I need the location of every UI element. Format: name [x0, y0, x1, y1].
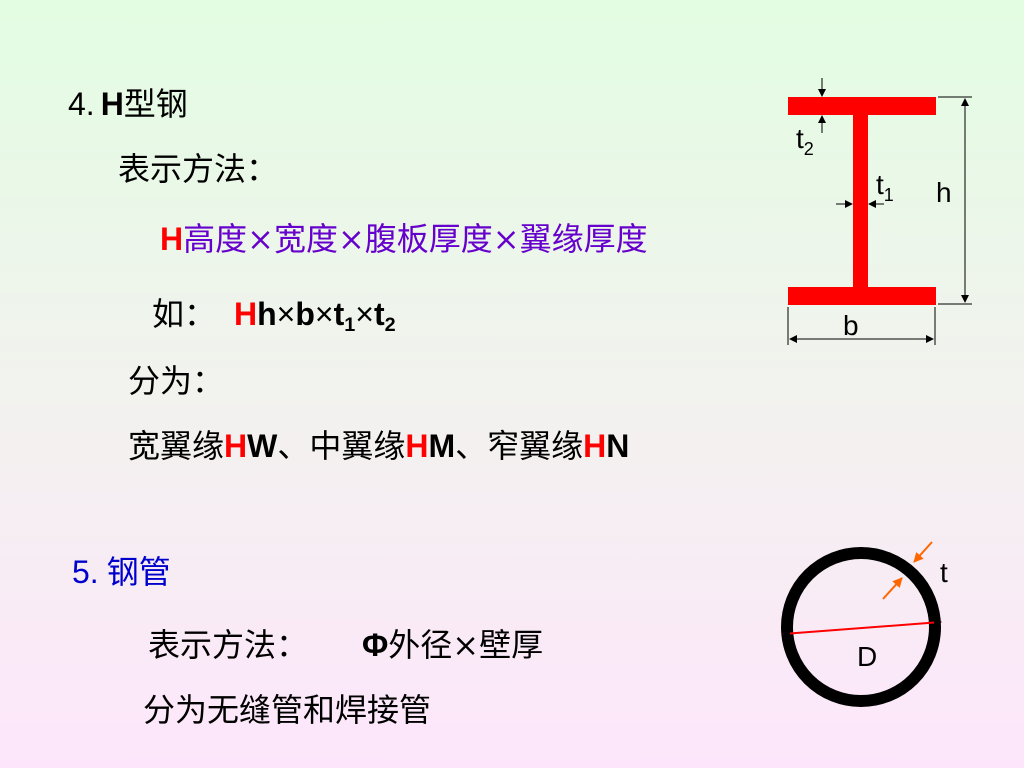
section5-method-rest: 外径×壁厚: [388, 626, 544, 664]
example-h: h: [257, 296, 277, 332]
t1-label: t1: [876, 169, 894, 205]
type-wide-code: W: [247, 428, 278, 464]
example-times: ×: [276, 296, 296, 332]
h-label: h: [936, 177, 952, 208]
section5-title: 钢管: [106, 553, 171, 591]
formula-times: ×: [247, 220, 274, 258]
type-separator: 、: [455, 427, 488, 465]
section4-types: 宽翼缘HW、中翼缘HM、窄翼缘HN: [128, 430, 629, 462]
b-label: b: [843, 310, 859, 341]
example-t2-sub: 2: [384, 313, 396, 336]
type-wide: 宽翼缘: [128, 427, 225, 465]
section5-number: 5.: [72, 554, 99, 590]
web: [853, 115, 868, 289]
formula-web-thickness: 腹板厚度: [364, 220, 493, 258]
thickness-arrow-inner: [882, 577, 903, 600]
bottom-flange: [788, 287, 936, 305]
type-narrow: 窄翼缘: [487, 427, 584, 465]
type-wide-h: H: [224, 428, 248, 464]
formula-width: 宽度: [273, 220, 338, 258]
type-narrow-h: H: [583, 428, 607, 464]
section4-number: 4.: [68, 86, 95, 122]
example-b: b: [295, 296, 315, 332]
D-label: D: [857, 641, 877, 672]
pipe-circle: [781, 547, 941, 707]
type-separator: 、: [277, 427, 310, 465]
section5-heading: 5.钢管: [72, 556, 171, 588]
section4-classify-label: 分为：: [128, 362, 225, 400]
section5-method: 表示方法： Φ外径×壁厚: [148, 629, 543, 661]
section4-example: 如：Hh×b×t1×t2: [152, 295, 396, 335]
example-t1-sub: 1: [344, 313, 356, 336]
section4-method-label: 表示方法：: [118, 150, 279, 188]
example-label: 如：: [152, 295, 217, 333]
formula-times: ×: [337, 220, 365, 258]
t-label: t: [940, 557, 948, 588]
example-t2: t: [373, 296, 385, 332]
formula-times: ×: [492, 220, 520, 258]
example-times: ×: [314, 296, 334, 332]
top-flange: [788, 97, 936, 115]
section4-heading: 4.H型钢: [68, 88, 188, 120]
example-prefix: H: [234, 296, 258, 332]
formula-flange-thickness: 翼缘厚度: [519, 220, 648, 258]
type-mid-h: H: [405, 428, 429, 464]
phi-symbol: Φ: [362, 627, 389, 663]
formula-height: 高度: [183, 220, 248, 258]
thickness-arrow-outer: [913, 541, 933, 563]
section4-formula: H高度×宽度×腹板厚度×翼缘厚度: [160, 223, 648, 255]
example-times: ×: [355, 296, 374, 332]
example-t1: t: [333, 296, 345, 332]
section4-title: 型钢: [123, 85, 188, 123]
diameter-line: [782, 618, 942, 638]
section5-classify: 分为无缝管和焊接管: [143, 691, 432, 729]
type-mid-code: M: [428, 428, 456, 464]
type-mid: 中翼缘: [309, 427, 406, 465]
t2-label: t2: [796, 123, 814, 159]
section4-title-h: H: [100, 86, 124, 122]
section5-method-label: 表示方法：: [148, 626, 309, 664]
type-narrow-code: N: [606, 428, 630, 464]
formula-prefix: H: [160, 221, 184, 257]
